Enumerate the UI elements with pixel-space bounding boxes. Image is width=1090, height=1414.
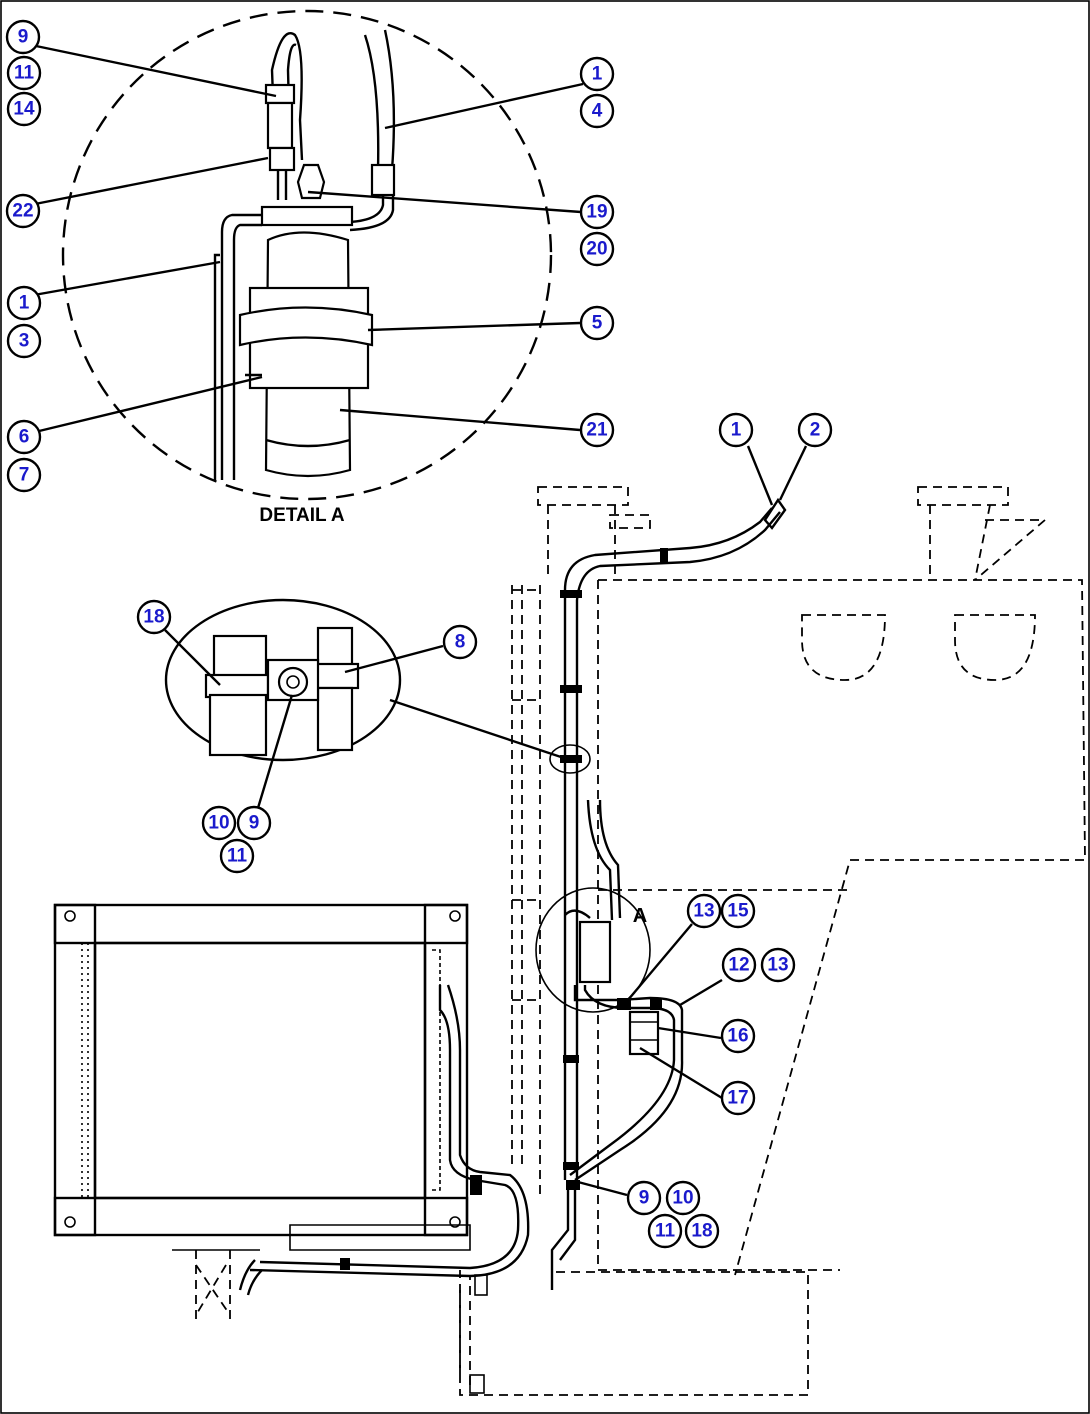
callout-5: 5	[579, 305, 615, 341]
svg-text:1: 1	[731, 420, 742, 441]
callout-4: 4	[579, 93, 615, 129]
svg-text:1: 1	[592, 64, 603, 85]
callout-13-b: 13	[760, 947, 796, 983]
hose-routing	[535, 497, 787, 1290]
callout-9-lower: 9	[626, 1180, 662, 1216]
callout-21: 21	[579, 412, 615, 448]
clamp-location-marker	[549, 744, 591, 774]
callout-9-clamp: 9	[236, 805, 272, 841]
pressure-switch	[268, 146, 296, 172]
valve-fitting	[296, 163, 326, 200]
svg-text:18: 18	[143, 607, 164, 628]
callout-9-top: 9	[5, 19, 41, 55]
callout-1-main: 1	[718, 412, 754, 448]
callout-10-clamp: 10	[201, 805, 237, 841]
svg-text:10: 10	[208, 813, 229, 834]
svg-text:9: 9	[639, 1188, 650, 1209]
leader-lines	[33, 44, 808, 1197]
svg-text:13: 13	[693, 901, 714, 922]
callout-11-clamp: 11	[219, 838, 255, 874]
svg-text:9: 9	[18, 27, 29, 48]
svg-text:15: 15	[727, 901, 749, 922]
detail-a-view	[61, 9, 553, 501]
svg-text:11: 11	[655, 1221, 676, 1242]
clamp-bolt	[277, 666, 309, 698]
svg-text:7: 7	[19, 465, 30, 486]
mounting-strap	[238, 306, 374, 347]
callout-17: 17	[720, 1080, 756, 1116]
receiver-drier-small	[578, 920, 612, 984]
receiver-head	[260, 205, 354, 227]
callout-1-detail-left: 1	[6, 285, 42, 321]
svg-text:10: 10	[672, 1188, 693, 1209]
svg-text:6: 6	[19, 427, 30, 448]
callout-7: 7	[6, 457, 42, 493]
svg-text:21: 21	[586, 420, 608, 441]
svg-text:8: 8	[455, 632, 466, 653]
svg-text:4: 4	[592, 101, 603, 122]
machine-body	[172, 486, 1086, 1396]
callout-18-clamp: 18	[136, 599, 172, 635]
svg-text:12: 12	[728, 955, 749, 976]
svg-text:2: 2	[810, 420, 821, 441]
callout-2: 2	[797, 412, 833, 448]
callout-8: 8	[442, 624, 478, 660]
callout-11-top: 11	[6, 55, 42, 91]
condenser-left-frame	[53, 903, 97, 1237]
svg-text:19: 19	[586, 202, 607, 223]
svg-text:13: 13	[767, 955, 788, 976]
svg-text:9: 9	[249, 813, 260, 834]
detail-a-marker: A	[633, 905, 647, 927]
svg-text:1: 1	[19, 293, 30, 314]
callout-19: 19	[579, 194, 615, 230]
callout-13-a: 13	[686, 893, 722, 929]
svg-text:5: 5	[592, 313, 603, 334]
svg-text:11: 11	[14, 63, 35, 84]
svg-text:17: 17	[727, 1088, 748, 1109]
hose-fitting	[370, 163, 396, 197]
svg-text:22: 22	[12, 201, 33, 222]
callout-10-lower: 10	[665, 1180, 701, 1216]
callout-3: 3	[6, 323, 42, 359]
callout-14: 14	[6, 91, 42, 127]
callout-12: 12	[721, 947, 757, 983]
svg-text:16: 16	[727, 1026, 748, 1047]
detail-a-boundary	[61, 9, 553, 501]
svg-text:11: 11	[227, 846, 248, 867]
callout-1-detail-right: 1	[579, 56, 615, 92]
svg-text:14: 14	[13, 99, 35, 120]
callout-20: 20	[579, 231, 615, 267]
callout-15: 15	[720, 893, 756, 929]
svg-text:18: 18	[691, 1221, 712, 1242]
detail-a-locator	[535, 887, 651, 1013]
clamp-detail-boundary	[164, 598, 402, 762]
detail-a-caption: DETAIL A	[259, 505, 344, 526]
callout-11-lower: 11	[647, 1213, 683, 1249]
svg-text:3: 3	[19, 331, 30, 352]
condenser-assembly	[53, 903, 530, 1380]
callout-22: 22	[5, 193, 41, 229]
inline-filter	[628, 1010, 660, 1056]
svg-text:20: 20	[586, 239, 607, 260]
callout-6: 6	[6, 419, 42, 455]
callout-18-lower: 18	[684, 1213, 720, 1249]
clamp-detail-view	[164, 598, 571, 762]
condenser-core	[93, 941, 427, 1200]
callout-16: 16	[720, 1018, 756, 1054]
